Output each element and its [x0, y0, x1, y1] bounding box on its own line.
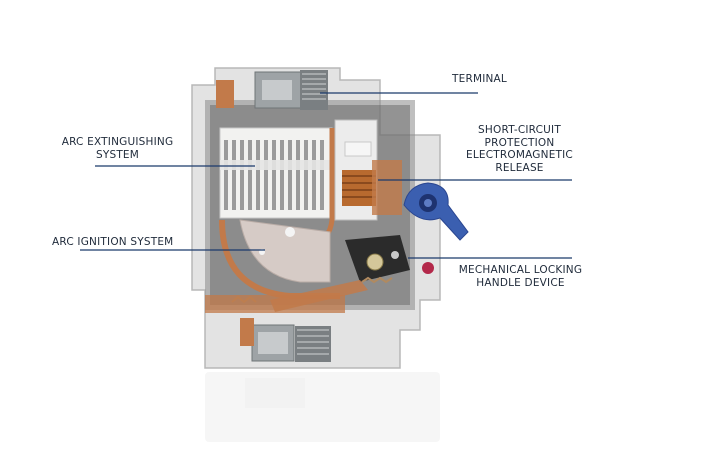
label-mechanical-locking: MECHANICAL LOCKING HANDLE DEVICE	[448, 264, 593, 289]
terminal-label-text: TERMINAL	[452, 73, 507, 85]
label-short-circuit: SHORT-CIRCUIT PROTECTION ELECTROMAGNETIC…	[452, 124, 587, 174]
short-circuit-line2: PROTECTION	[484, 136, 555, 149]
short-circuit-line4: RELEASE	[495, 161, 544, 174]
electromagnetic-release	[334, 119, 402, 221]
short-circuit-line1: SHORT-CIRCUIT	[478, 124, 561, 136]
reflection	[205, 372, 440, 442]
label-terminal: TERMINAL	[452, 73, 507, 86]
label-arc-extinguishing: ARC EXTINGUISHING SYSTEM	[50, 136, 185, 161]
handle	[403, 182, 469, 241]
arc-chute	[219, 127, 333, 219]
arc-extinguishing-line2: SYSTEM	[95, 148, 140, 161]
mechanical-line1: MECHANICAL LOCKING	[458, 264, 583, 276]
arc-extinguishing-line1: ARC EXTINGUISHING	[61, 136, 174, 148]
short-circuit-line3: ELECTROMAGNETIC	[466, 149, 573, 161]
bottom-terminal	[205, 295, 345, 362]
label-arc-ignition: ARC IGNITION SYSTEM	[52, 236, 173, 249]
mechanical-line2: HANDLE DEVICE	[476, 276, 565, 289]
arc-ignition-label-text: ARC IGNITION SYSTEM	[52, 236, 174, 248]
top-terminal	[216, 70, 328, 110]
